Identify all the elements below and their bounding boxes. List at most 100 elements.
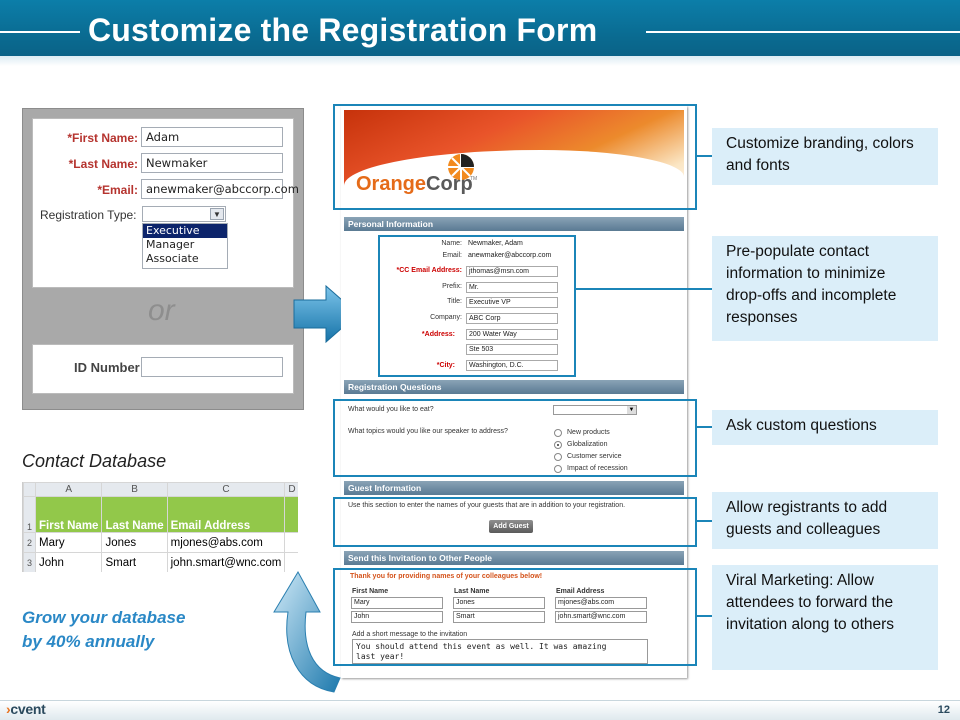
page-number: 12	[937, 704, 950, 716]
highlight-guests	[333, 497, 697, 547]
brand-orange: Orange	[356, 173, 427, 195]
last-name-input[interactable]: Newmaker	[141, 153, 283, 173]
orange-slice-logo-icon	[448, 154, 474, 180]
invitee-1-last-name[interactable]: Jones	[453, 597, 545, 609]
email-label: *Email:	[97, 183, 138, 197]
row-number: 1	[23, 496, 37, 533]
section-registration-questions: Registration Questions	[344, 380, 684, 394]
logo-mark-icon: ›	[6, 701, 11, 717]
col-header-b: B	[101, 482, 168, 497]
cell-empty	[284, 552, 298, 572]
address-label: *Address:	[421, 331, 455, 338]
connector-custom-questions	[697, 426, 712, 428]
option-customer-service: Customer service	[567, 453, 622, 460]
option-new-products: New products	[567, 429, 610, 436]
page-title: Customize the Registration Form	[88, 12, 598, 48]
invitee-1-first-name[interactable]: Mary	[351, 597, 443, 609]
title-rule-left	[0, 31, 80, 33]
name-value: Newmaker, Adam	[468, 240, 523, 247]
address-input-2[interactable]: Ste 503	[466, 344, 558, 355]
option-executive[interactable]: Executive	[143, 224, 227, 238]
callout-viral: Viral Marketing: Allow attendees to forw…	[712, 565, 938, 670]
highlight-custom-questions	[333, 399, 697, 477]
chevron-down-icon[interactable]: ▼	[210, 208, 224, 220]
title-bar-shadow	[0, 56, 960, 66]
callout-branding: Customize branding, colors and fonts	[712, 128, 938, 185]
radio-impact-of-recession[interactable]	[554, 465, 562, 473]
prefix-input[interactable]: Mr.	[466, 282, 558, 293]
logo-text: cvent	[10, 701, 46, 717]
prefix-label: Prefix:	[442, 283, 462, 290]
invitee-2-first-name[interactable]: John	[351, 611, 443, 623]
cc-email-input[interactable]: jthomas@msn.com	[466, 266, 558, 277]
table-row: 2 Mary Jones mjones@abs.com	[23, 532, 298, 553]
id-number-label: ID Number:	[74, 360, 145, 375]
invite-col-email: Email Address	[556, 588, 605, 595]
option-globalization: Globalization	[567, 441, 608, 448]
row-number: 2	[23, 532, 37, 553]
invitee-2-last-name[interactable]: Smart	[453, 611, 545, 623]
message-line-2: last year!	[356, 652, 405, 661]
address-input-1[interactable]: 200 Water Way	[466, 329, 558, 340]
eat-select[interactable]: ▼	[553, 405, 637, 415]
invitee-2-email[interactable]: john.smart@wnc.com	[555, 611, 647, 623]
guest-instructions: Use this section to enter the names of y…	[348, 502, 626, 509]
brand-logo-text: OrangeCorp	[356, 173, 473, 196]
company-input[interactable]: ABC Corp	[466, 313, 558, 324]
email-value: anewmaker@abccorp.com	[468, 252, 552, 259]
registration-type-options[interactable]: Executive Manager Associate	[142, 223, 228, 269]
id-number-input[interactable]	[141, 357, 283, 377]
registration-type-select[interactable]: ▼	[142, 206, 226, 222]
highlight-prepopulate	[378, 235, 576, 377]
company-label: Company:	[430, 314, 462, 321]
first-name-label: *First Name:	[67, 131, 138, 145]
radio-globalization[interactable]	[554, 441, 562, 449]
cell-first-name: John	[35, 552, 103, 572]
last-name-label: *Last Name:	[68, 157, 138, 171]
brand-tm: TM	[470, 176, 478, 182]
invitee-1-email[interactable]: mjones@abs.com	[555, 597, 647, 609]
or-text: or	[148, 294, 175, 327]
callout-guests: Allow registrants to add guests and coll…	[712, 492, 938, 549]
chevron-down-icon[interactable]: ▼	[627, 406, 636, 414]
table-row: 3 John Smart john.smart@wnc.com	[23, 552, 298, 572]
curved-arrow-icon	[273, 570, 341, 693]
title-rule-right	[646, 31, 960, 33]
col-header-c: C	[166, 482, 286, 497]
col-header-d: D	[284, 482, 298, 497]
add-guest-button[interactable]: Add Guest	[489, 520, 533, 533]
header-empty	[284, 496, 298, 533]
grow-line-1: Grow your database	[22, 608, 186, 627]
registration-type-label: Registration Type:	[40, 208, 137, 222]
option-impact-of-recession: Impact of recession	[567, 465, 628, 472]
radio-new-products[interactable]	[554, 429, 562, 437]
question-topics: What topics would you like our speaker t…	[348, 428, 508, 435]
cell-email: mjones@abs.com	[166, 532, 286, 553]
spreadsheet: A B C D 1 First Name Last Name Email Add…	[22, 482, 298, 572]
invite-col-first-name: First Name	[352, 588, 389, 595]
city-input[interactable]: Washington, D.C.	[466, 360, 558, 371]
message-textarea[interactable]: You should attend this event as well. It…	[352, 639, 648, 664]
banner-wave	[344, 150, 684, 208]
cell-email: john.smart@wnc.com	[166, 552, 286, 572]
email-label: Email:	[442, 252, 462, 259]
email-input[interactable]: anewmaker@abccorp.com	[141, 179, 299, 199]
cvent-logo: ›cvent	[6, 701, 46, 717]
section-personal-information: Personal Information	[344, 217, 684, 231]
connector-viral	[697, 615, 712, 617]
section-send-invitation: Send this Invitation to Other People	[344, 551, 684, 565]
connector-prepopulate	[576, 288, 712, 290]
highlight-viral	[333, 568, 697, 666]
radio-customer-service[interactable]	[554, 453, 562, 461]
option-associate[interactable]: Associate	[146, 252, 199, 265]
cc-email-label: *CC Email Address:	[396, 267, 462, 274]
title-label: Title:	[447, 298, 462, 305]
city-label: *City:	[436, 362, 455, 369]
row-number: 3	[23, 552, 37, 572]
invite-col-last-name: Last Name	[454, 588, 490, 595]
title-input[interactable]: Executive VP	[466, 297, 558, 308]
option-manager[interactable]: Manager	[146, 238, 195, 251]
cell-first-name: Mary	[35, 532, 103, 553]
first-name-input[interactable]: Adam	[141, 127, 283, 147]
